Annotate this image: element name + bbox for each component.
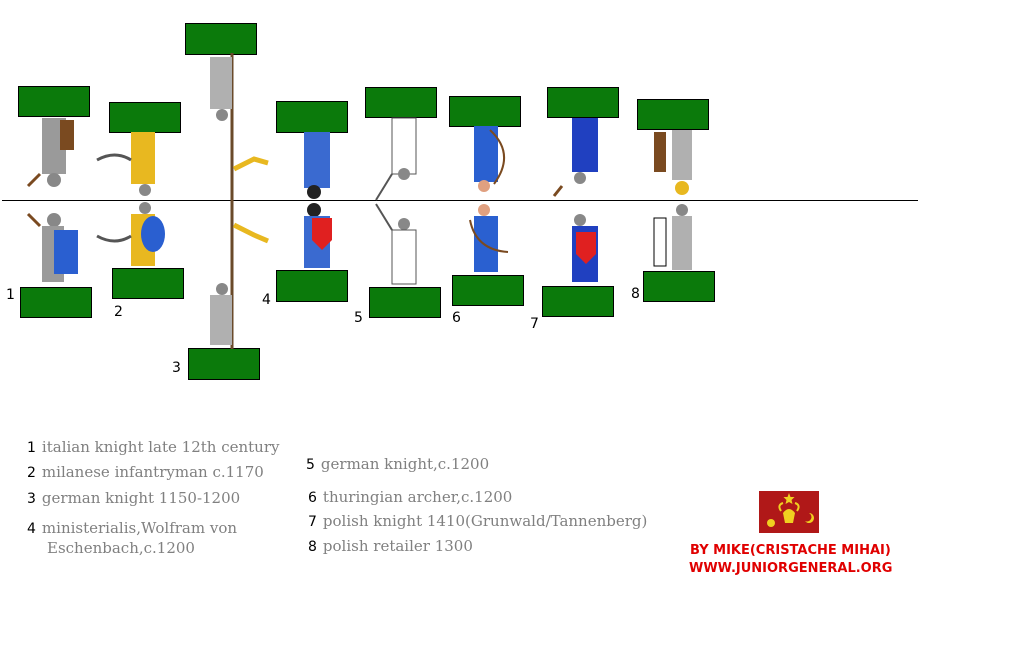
aurochs-flag-icon bbox=[759, 491, 819, 533]
legend-item-7: 7 polish knight 1410(Grunwald/Tannenberg) bbox=[308, 512, 647, 530]
legend-item-2: 2 milanese infantryman c.1170 bbox=[27, 463, 264, 481]
figure-number-3: 3 bbox=[172, 360, 181, 376]
legend-text: ministerialis,Wolfram von bbox=[41, 519, 238, 537]
soldier-7 bbox=[552, 118, 598, 282]
legend-item-6: 6 thuringian archer,c.1200 bbox=[308, 488, 512, 506]
legend-text: polish retailer 1300 bbox=[322, 537, 473, 555]
figure-number-2: 2 bbox=[114, 304, 123, 320]
legend-number: 1 bbox=[27, 440, 36, 456]
soldier-4 bbox=[304, 132, 332, 268]
legend-number: 7 bbox=[308, 514, 317, 530]
legend-item-3: 3 german knight 1150-1200 bbox=[27, 489, 240, 507]
base-2-bottom bbox=[112, 268, 184, 299]
legend-number: 5 bbox=[306, 457, 315, 473]
base-5-bottom bbox=[369, 287, 441, 318]
legend-text-continued: Eschenbach,c.1200 bbox=[47, 539, 195, 557]
legend-number: 4 bbox=[27, 521, 36, 537]
soldier-3 bbox=[210, 53, 269, 349]
legend-number: 3 bbox=[27, 491, 36, 507]
base-4-bottom bbox=[276, 270, 348, 302]
figure-number-1: 1 bbox=[6, 287, 15, 303]
author-credit: BY MIKE(CRISTACHE MIHAI) bbox=[690, 543, 891, 558]
legend-item-4: 4 ministerialis,Wolfram von Eschenbach,c.… bbox=[27, 519, 237, 558]
legend-text: milanese infantryman c.1170 bbox=[41, 463, 264, 481]
base-4-top bbox=[276, 101, 348, 133]
base-5-top bbox=[365, 87, 437, 118]
soldier-5 bbox=[375, 117, 417, 285]
soldier-1 bbox=[26, 118, 78, 282]
soldier-2 bbox=[96, 132, 165, 266]
legend-text: german knight,c.1200 bbox=[320, 455, 490, 473]
legend-item-8: 8 polish retailer 1300 bbox=[308, 537, 473, 555]
legend-item-5: 5 german knight,c.1200 bbox=[306, 455, 489, 473]
base-6-top bbox=[449, 96, 521, 127]
legend-item-1: 1 italian knight late 12th century bbox=[27, 438, 280, 456]
legend-number: 2 bbox=[27, 465, 36, 481]
base-1-top bbox=[18, 86, 90, 117]
legend-text: german knight 1150-1200 bbox=[41, 489, 241, 507]
figure-number-7: 7 bbox=[530, 316, 539, 332]
soldier-8 bbox=[653, 130, 692, 270]
base-7-top bbox=[547, 87, 619, 118]
base-7-bottom bbox=[542, 286, 614, 317]
base-3-bottom bbox=[188, 348, 260, 380]
legend-number: 8 bbox=[308, 539, 317, 555]
base-3-top bbox=[185, 23, 257, 55]
soldier-6 bbox=[469, 126, 509, 272]
legend-text: thuringian archer,c.1200 bbox=[322, 488, 513, 506]
fold-line bbox=[2, 200, 918, 201]
figure-number-4: 4 bbox=[262, 292, 271, 308]
base-8-top bbox=[637, 99, 709, 130]
base-2-top bbox=[109, 102, 181, 133]
base-6-bottom bbox=[452, 275, 524, 306]
figure-number-8: 8 bbox=[631, 286, 640, 302]
legend-text: italian knight late 12th century bbox=[41, 438, 280, 456]
base-1-bottom bbox=[20, 287, 92, 318]
legend-text: polish knight 1410(Grunwald/Tannenberg) bbox=[322, 512, 648, 530]
figure-number-6: 6 bbox=[452, 310, 461, 326]
base-8-bottom bbox=[643, 271, 715, 302]
figure-number-5: 5 bbox=[354, 310, 363, 326]
legend-number: 6 bbox=[308, 490, 317, 506]
website-credit[interactable]: WWW.JUNIORGENERAL.ORG bbox=[689, 561, 893, 576]
